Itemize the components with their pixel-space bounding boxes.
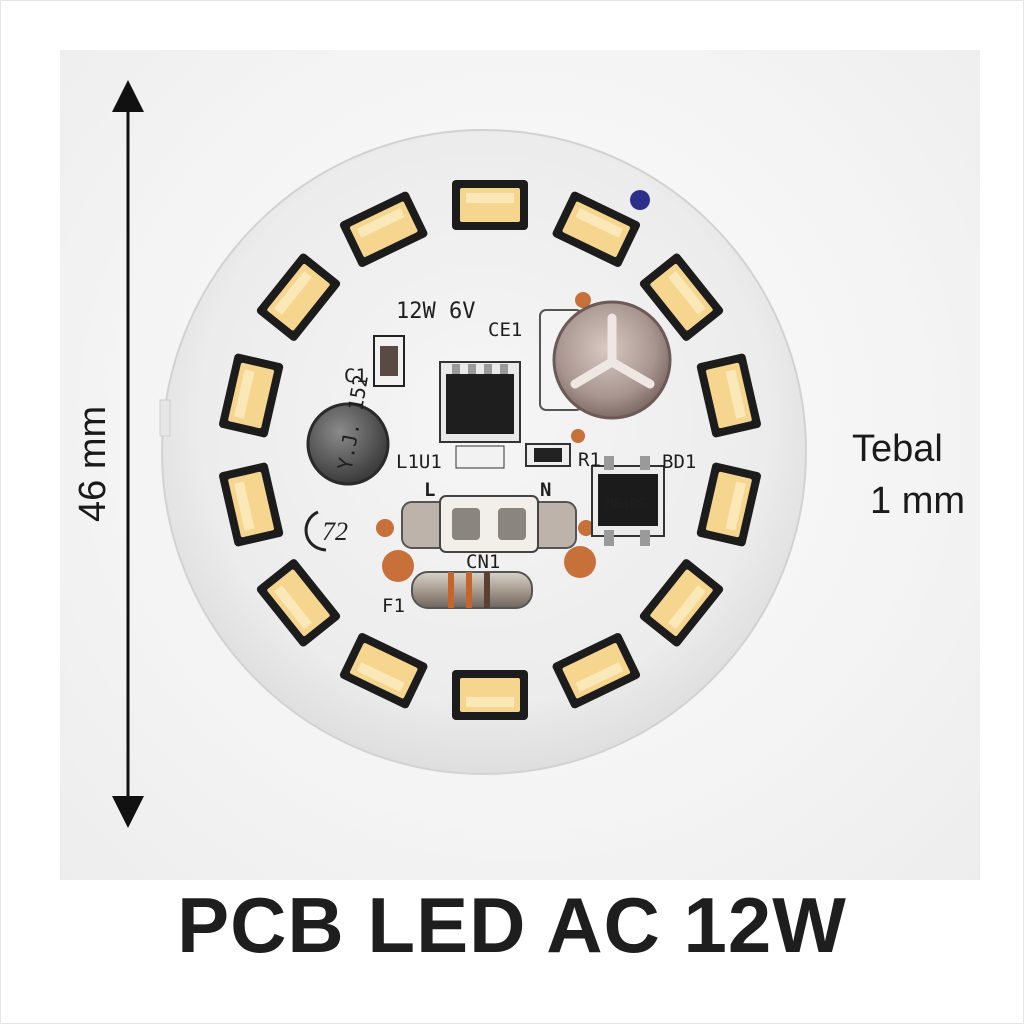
height-dimension-arrow (112, 80, 144, 828)
label-bd1: BD1 (662, 451, 696, 473)
label-r1: R1 (578, 449, 601, 471)
bridge-marking: MB10S (606, 497, 645, 512)
smd-led (552, 633, 641, 709)
bridge-rectifier-bd1: MB10S (591, 456, 665, 546)
smd-led (256, 253, 341, 341)
smd-led (639, 559, 724, 647)
label-l1u1: L1U1 (396, 451, 442, 473)
smd-led (696, 462, 761, 547)
smd-led (339, 191, 428, 267)
capacitor-ce1 (539, 300, 672, 420)
smd-led (696, 353, 761, 438)
smd-led (639, 253, 724, 341)
fuse-f1 (411, 571, 533, 609)
smd-led (552, 191, 641, 267)
capacitor-c1 (373, 335, 405, 387)
smd-led (452, 180, 528, 230)
label-cn1: CN1 (466, 551, 500, 573)
spec-marking: 12W 6V (396, 299, 475, 324)
resistor-r1 (525, 443, 571, 467)
indicator-dot (630, 190, 650, 210)
driver-ic-u1 (439, 361, 521, 469)
label-ce1: CE1 (488, 319, 522, 341)
copper-pads (376, 292, 596, 582)
thickness-value: 1 mm (870, 480, 965, 522)
label-l: L (424, 479, 435, 501)
height-dimension-label: 46 mm (72, 405, 114, 522)
product-title: PCB LED AC 12W (177, 881, 847, 969)
thickness-label: Tebal (852, 428, 943, 470)
label-n: N (540, 479, 551, 501)
label-c1: C1 (344, 365, 367, 387)
manufacturer-logo: 72 (304, 510, 348, 552)
logo-text: 72 (322, 517, 348, 546)
smd-led (219, 462, 284, 547)
smd-led (256, 559, 341, 647)
smd-led (452, 670, 528, 720)
smd-led (219, 353, 284, 438)
connector-cn1 (401, 495, 577, 553)
smd-led (339, 633, 428, 709)
led-ring (219, 180, 761, 720)
label-f1: F1 (382, 595, 405, 617)
silkscreen-labels: 12W 6V CE1 C1 L1U1 R1 BD1 F1 CN1 L N (344, 299, 696, 617)
